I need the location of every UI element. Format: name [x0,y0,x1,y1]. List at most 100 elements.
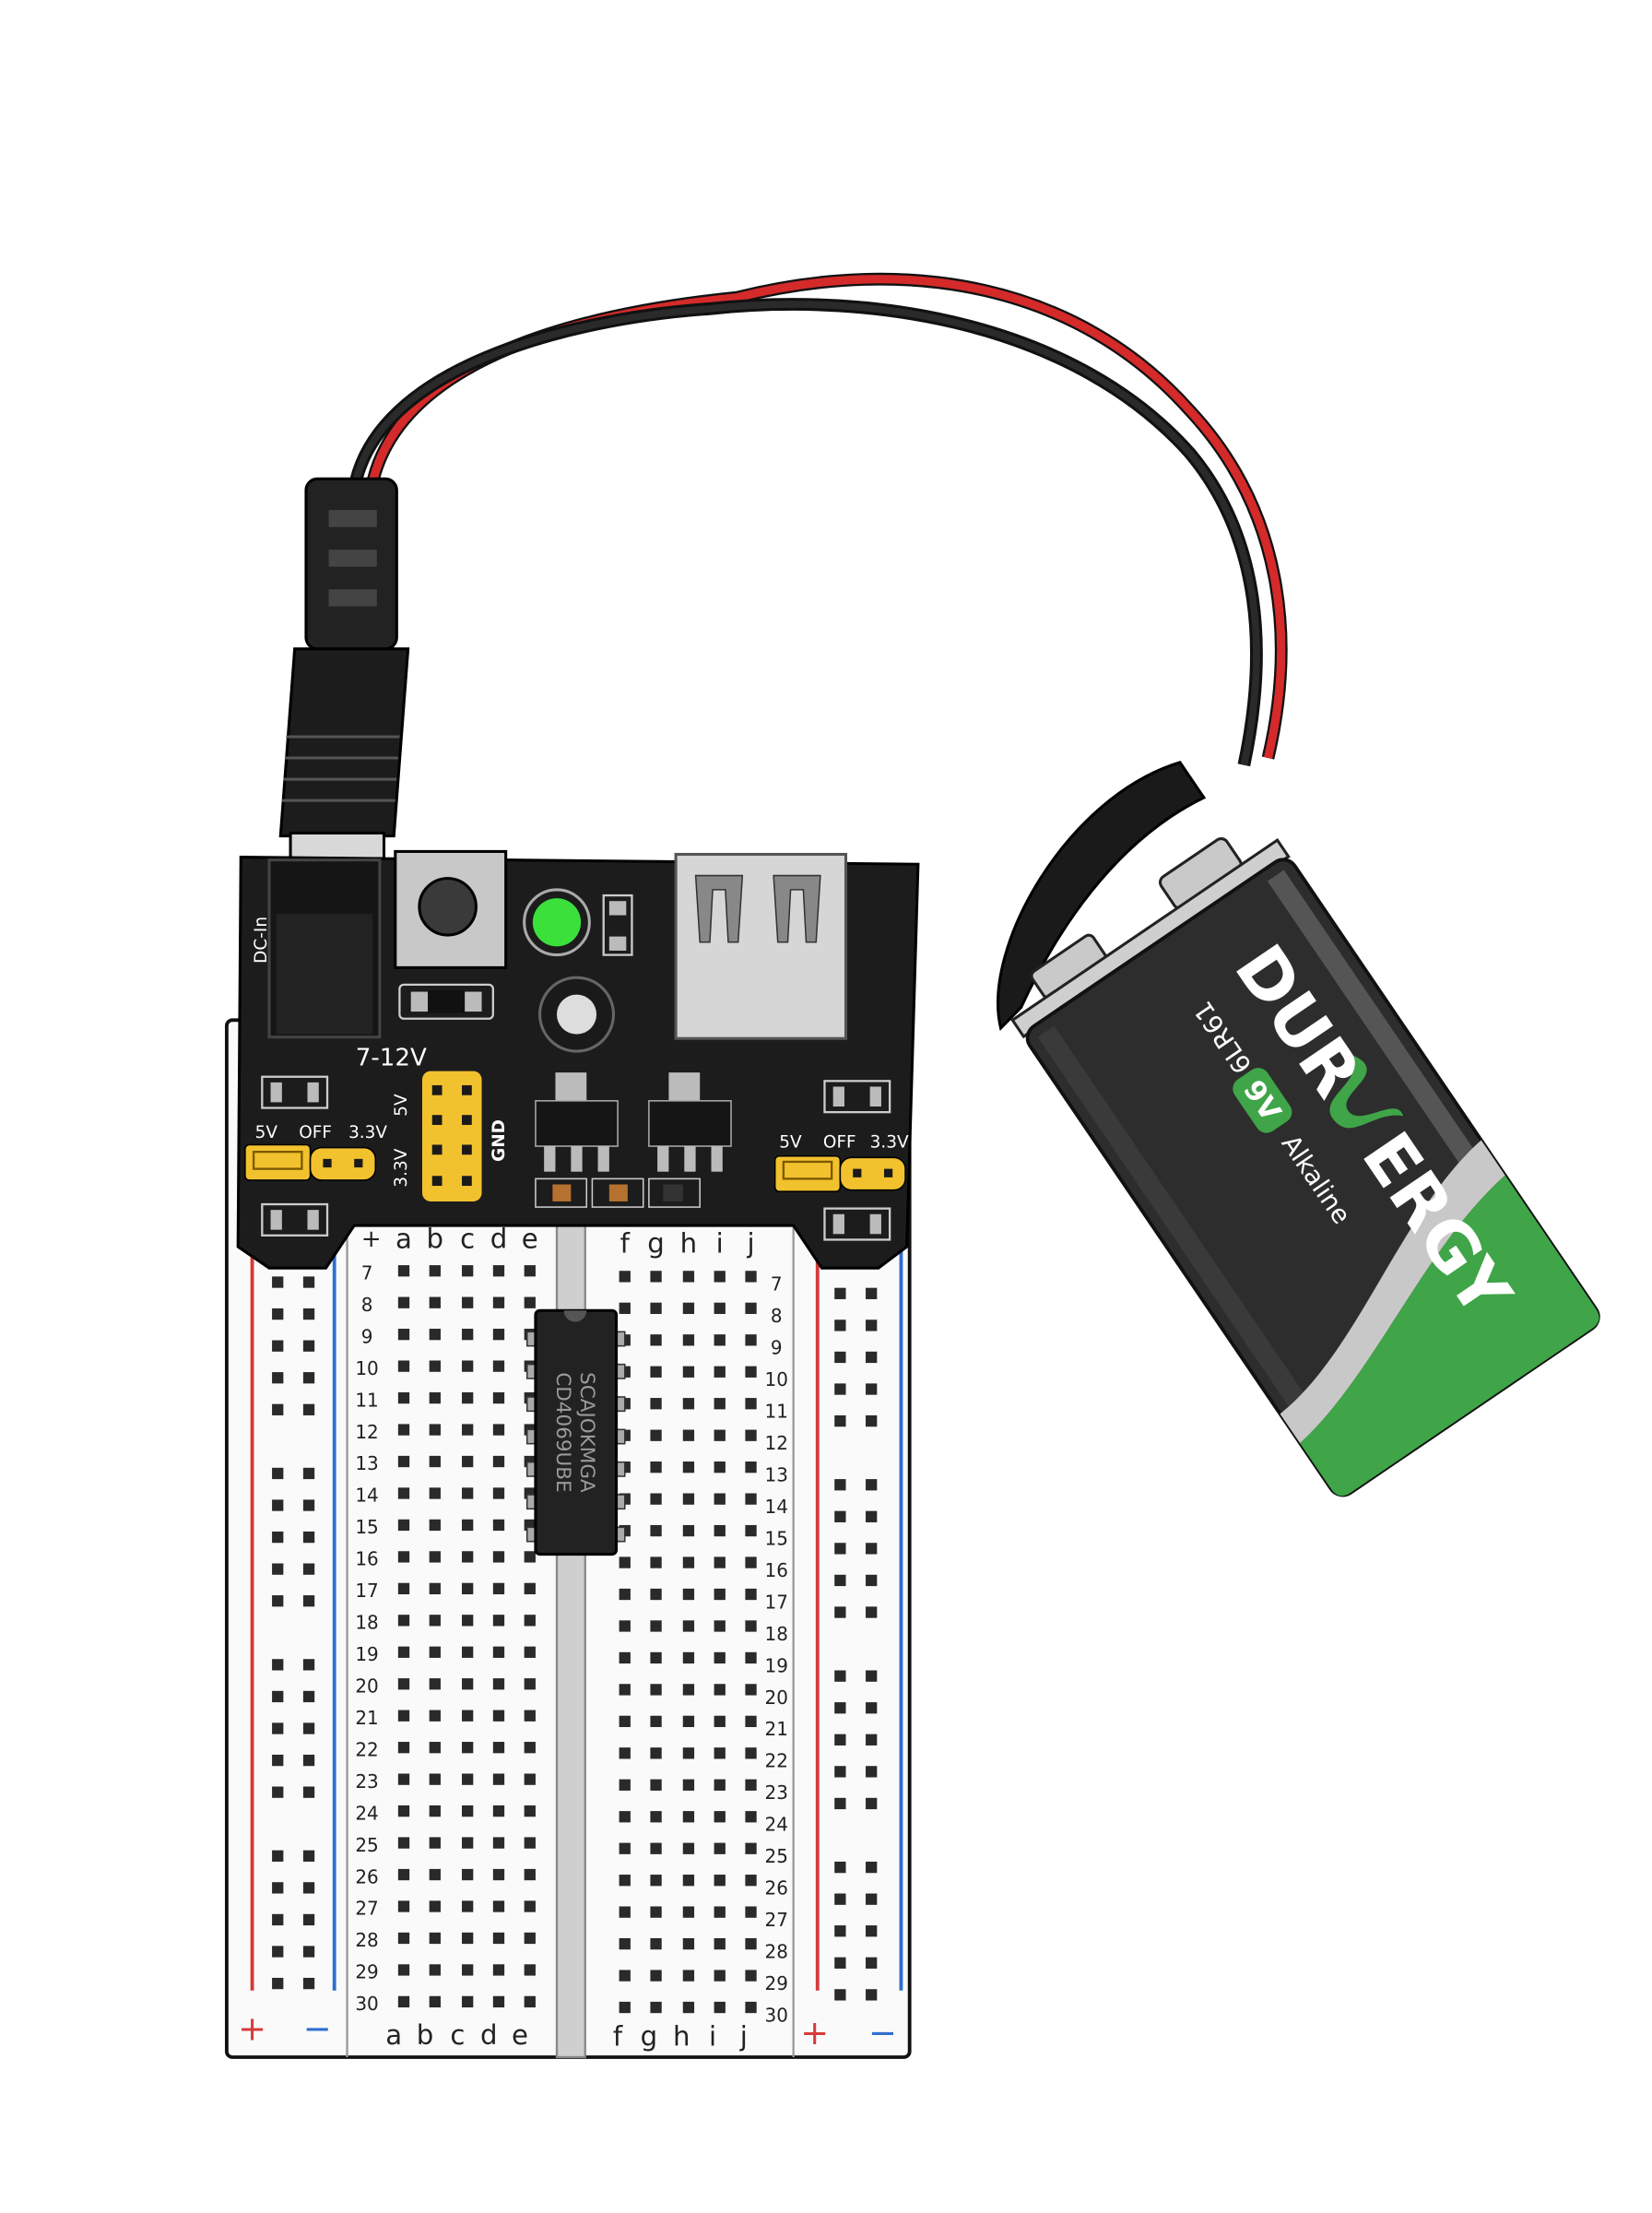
hole-i12[interactable] [714,1429,726,1441]
hole-i30[interactable] [714,2001,726,2014]
hole-f20[interactable] [619,1684,631,1696]
rail-hole-left[interactable] [272,1754,284,1767]
hole-c20[interactable] [462,1678,474,1690]
hole-b17[interactable] [429,1582,441,1595]
pin-header[interactable] [421,1071,482,1201]
rail-hole-left[interactable] [302,1595,315,1607]
hole-e21[interactable] [524,1710,536,1722]
rail-hole-left[interactable] [272,1467,284,1480]
hole-b29[interactable] [429,1964,441,1976]
rail-hole-left[interactable] [302,1977,315,1990]
rail-hole-left[interactable] [302,1850,315,1862]
hole-i14[interactable] [714,1493,726,1505]
rail-hole-right[interactable] [866,1414,878,1427]
hole-g9[interactable] [650,1334,662,1346]
hole-h11[interactable] [682,1398,695,1410]
hole-j29[interactable] [745,1970,757,1982]
hole-j21[interactable] [745,1715,757,1728]
hole-e7[interactable] [524,1265,536,1277]
rail-hole-right[interactable] [866,1957,878,1969]
rail-hole-right[interactable] [834,1766,846,1778]
hole-j9[interactable] [745,1334,757,1346]
hole-j28[interactable] [745,1937,757,1950]
hole-i17[interactable] [714,1588,726,1601]
hole-b14[interactable] [429,1487,441,1499]
hole-a22[interactable] [397,1742,410,1754]
rail-hole-right[interactable] [834,1383,846,1395]
power-button[interactable] [394,849,508,969]
hole-d22[interactable] [492,1742,505,1754]
rail-hole-left[interactable] [302,1722,315,1734]
hole-f30[interactable] [619,2001,631,2014]
hole-c10[interactable] [462,1360,474,1372]
hole-i13[interactable] [714,1462,726,1473]
rail-hole-left[interactable] [272,1722,284,1734]
hole-h24[interactable] [682,1811,695,1823]
hole-a24[interactable] [397,1805,410,1817]
hole-d16[interactable] [492,1551,505,1563]
hole-d21[interactable] [492,1710,505,1722]
hole-g17[interactable] [650,1588,662,1601]
hole-a16[interactable] [397,1551,410,1563]
rail-hole-left[interactable] [302,1403,315,1415]
rail-hole-left[interactable] [302,1308,315,1320]
hole-j7[interactable] [745,1271,757,1283]
rail-hole-right[interactable] [834,1734,846,1746]
hole-b12[interactable] [429,1424,441,1436]
rail-hole-right[interactable] [834,1989,846,2001]
rail-hole-right[interactable] [834,1414,846,1427]
hole-g13[interactable] [650,1462,662,1473]
rail-hole-right[interactable] [834,1287,846,1299]
rail-hole-right[interactable] [834,1925,846,1937]
hole-c17[interactable] [462,1582,474,1595]
rail-hole-right[interactable] [834,1510,846,1522]
hole-d12[interactable] [492,1424,505,1436]
hole-b22[interactable] [429,1742,441,1754]
hole-j8[interactable] [745,1302,757,1314]
hole-h17[interactable] [682,1588,695,1601]
hole-c15[interactable] [462,1519,474,1532]
hole-c27[interactable] [462,1900,474,1912]
hole-c25[interactable] [462,1837,474,1849]
hole-g7[interactable] [650,1271,662,1283]
rail-hole-right[interactable] [866,1287,878,1299]
hole-d13[interactable] [492,1455,505,1468]
hole-b18[interactable] [429,1615,441,1627]
hole-d10[interactable] [492,1360,505,1372]
hole-e29[interactable] [524,1964,536,1976]
rail-hole-left[interactable] [272,1690,284,1703]
rail-hole-left[interactable] [272,1276,284,1288]
rail-hole-right[interactable] [866,1734,878,1746]
rail-hole-right[interactable] [866,1702,878,1714]
hole-d11[interactable] [492,1391,505,1404]
hole-c12[interactable] [462,1424,474,1436]
hole-a25[interactable] [397,1837,410,1849]
hole-d19[interactable] [492,1646,505,1658]
hole-h15[interactable] [682,1524,695,1537]
hole-a21[interactable] [397,1710,410,1722]
hole-j18[interactable] [745,1620,757,1632]
rail-hole-left[interactable] [272,1499,284,1511]
rail-hole-right[interactable] [834,1702,846,1714]
rail-hole-left[interactable] [272,1659,284,1671]
hole-h21[interactable] [682,1715,695,1728]
rail-hole-right[interactable] [866,1479,878,1491]
hole-g20[interactable] [650,1684,662,1696]
hole-h13[interactable] [682,1462,695,1473]
hole-e16[interactable] [524,1551,536,1563]
hole-b23[interactable] [429,1773,441,1785]
hole-d29[interactable] [492,1964,505,1976]
hole-b19[interactable] [429,1646,441,1658]
hole-c14[interactable] [462,1487,474,1499]
hole-f24[interactable] [619,1811,631,1823]
hole-b21[interactable] [429,1710,441,1722]
hole-h16[interactable] [682,1556,695,1568]
hole-i15[interactable] [714,1524,726,1537]
hole-d30[interactable] [492,1995,505,2008]
hole-d9[interactable] [492,1329,505,1341]
rail-hole-left[interactable] [302,1467,315,1480]
rail-hole-left[interactable] [302,1690,315,1703]
hole-d26[interactable] [492,1868,505,1881]
hole-a26[interactable] [397,1868,410,1881]
hole-f18[interactable] [619,1620,631,1632]
